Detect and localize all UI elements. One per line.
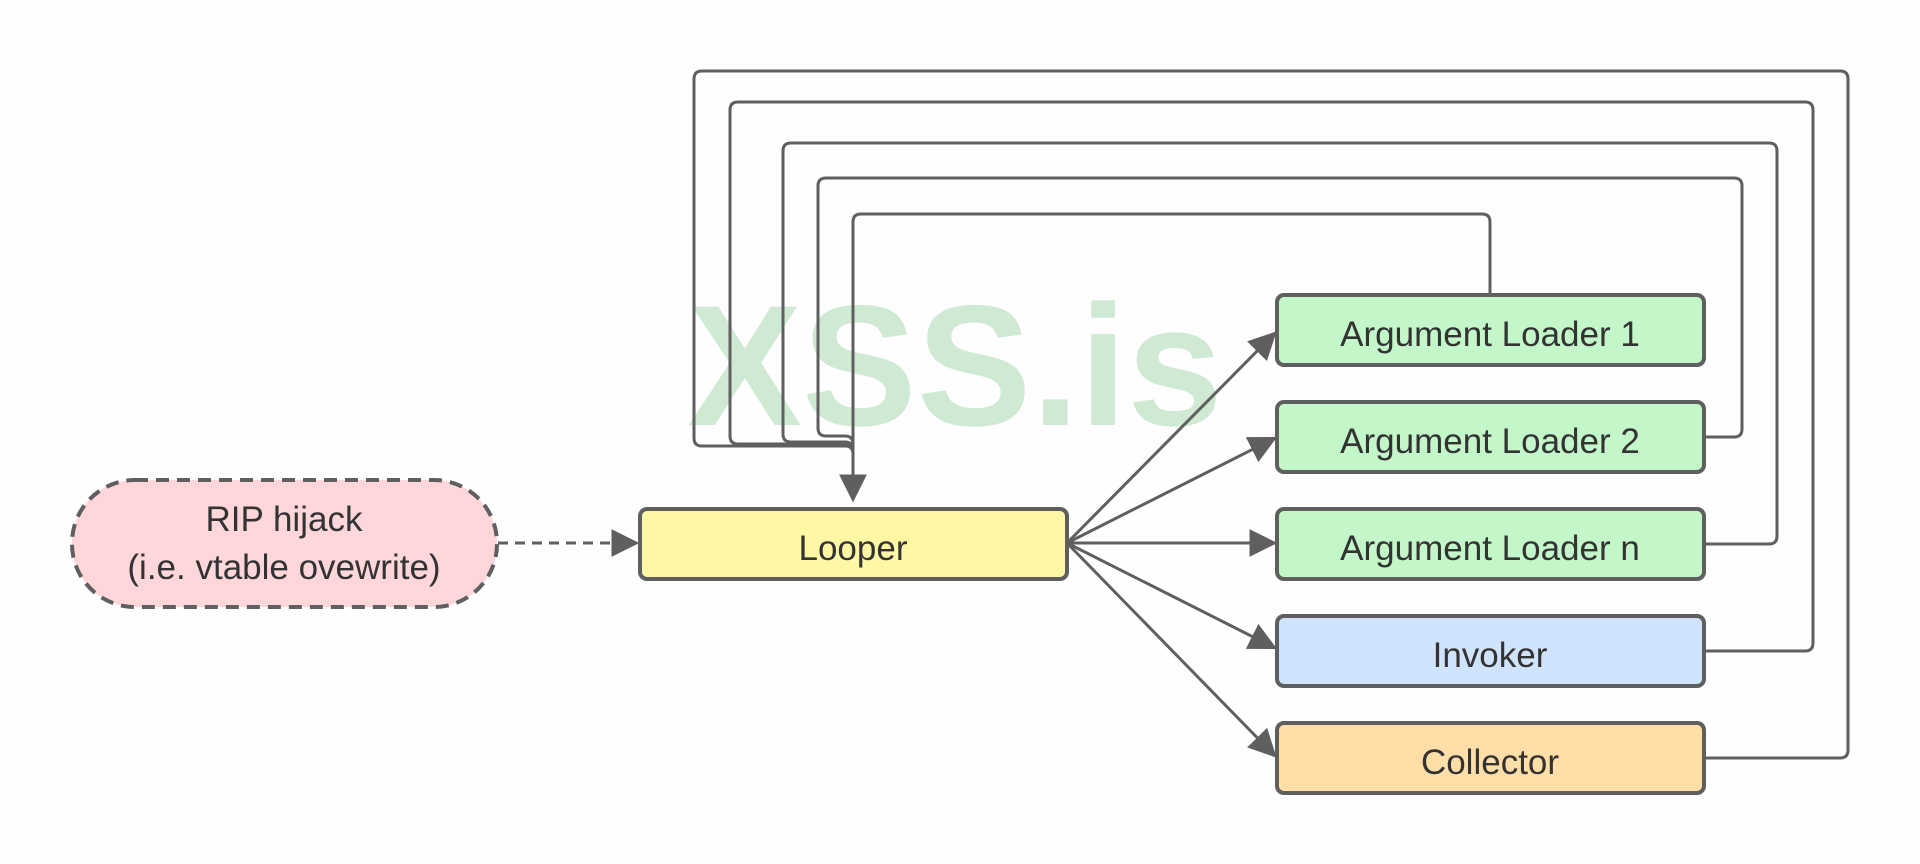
rip-hijack-label-line2: (i.e. vtable ovewrite) — [127, 548, 440, 587]
loop-loader2-to-looper — [816, 176, 1744, 445]
argument-loader-1-label: Argument Loader 1 — [1340, 315, 1640, 354]
collector-node: Collector — [1275, 721, 1706, 795]
loop-invoker-to-looper — [728, 100, 1815, 653]
watermark: XSS.is — [687, 270, 1222, 462]
looper-label: Looper — [799, 529, 908, 568]
loop-collector-to-looper — [692, 69, 1850, 760]
edge-looper-to-loader1 — [1065, 331, 1277, 545]
argument-loader-2-label: Argument Loader 2 — [1340, 422, 1640, 461]
argument-loader-2-node: Argument Loader 2 — [1275, 400, 1706, 474]
invoker-label: Invoker — [1433, 636, 1548, 675]
edge-looper-to-collector — [1065, 541, 1277, 758]
argument-loader-n-node: Argument Loader n — [1275, 507, 1706, 581]
fanout-edges — [1065, 331, 1278, 758]
loop-loadern-to-looper — [781, 141, 1779, 546]
feedback-loops — [692, 69, 1850, 760]
argument-loader-1-node: Argument Loader 1 — [1275, 293, 1706, 367]
edge-looper-to-loader2 — [1066, 436, 1278, 545]
argument-loader-n-label: Argument Loader n — [1340, 529, 1640, 568]
edge-looper-to-invoker — [1066, 541, 1278, 650]
invoker-node: Invoker — [1275, 614, 1706, 688]
rip-hijack-label-line1: RIP hijack — [206, 500, 363, 539]
loop-loader1-to-looper — [839, 212, 1492, 503]
collector-label: Collector — [1421, 743, 1559, 782]
rip-hijack-node: RIP hijack (i.e. vtable ovewrite) — [70, 478, 499, 609]
looper-node: Looper — [638, 507, 1069, 581]
